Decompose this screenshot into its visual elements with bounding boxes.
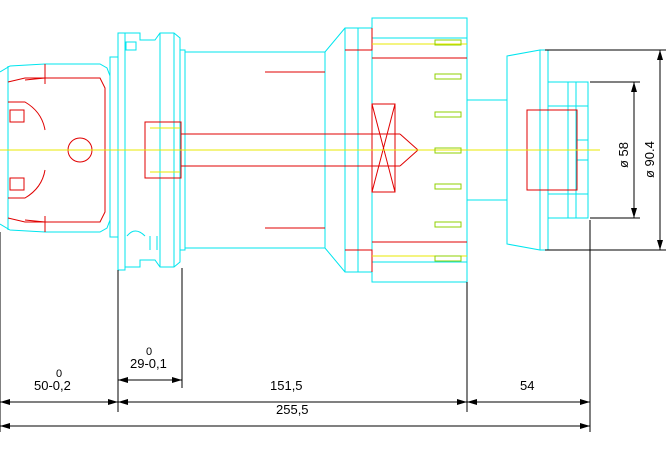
dim-29-upper: 0	[146, 346, 152, 358]
dim-255: 255,5	[276, 402, 309, 417]
dim-50-upper: 0	[56, 368, 62, 380]
dim-29-lower: 29-0,1	[130, 356, 167, 371]
clamping-slots	[434, 39, 462, 262]
taper-shank-outline	[0, 63, 111, 233]
dim-dia90: ø 90.4	[642, 141, 657, 178]
inner-contour	[7, 28, 578, 272]
drive-notch-top	[125, 41, 137, 51]
flange-1	[109, 56, 119, 238]
dim-dia58: ø 58	[616, 142, 631, 168]
flange-2	[117, 32, 126, 271]
centerline-group	[0, 43, 600, 257]
dimension-arrows	[0, 50, 663, 429]
dim-54: 54	[520, 378, 534, 393]
dimension-labels: 0 50-0,2 0 29-0,1 151,5 54 255,5 ø 58 ø …	[34, 141, 657, 417]
dim-151: 151,5	[270, 378, 303, 393]
dimension-lines	[0, 49, 666, 432]
dim-50-lower: 50-0,2	[34, 378, 71, 393]
